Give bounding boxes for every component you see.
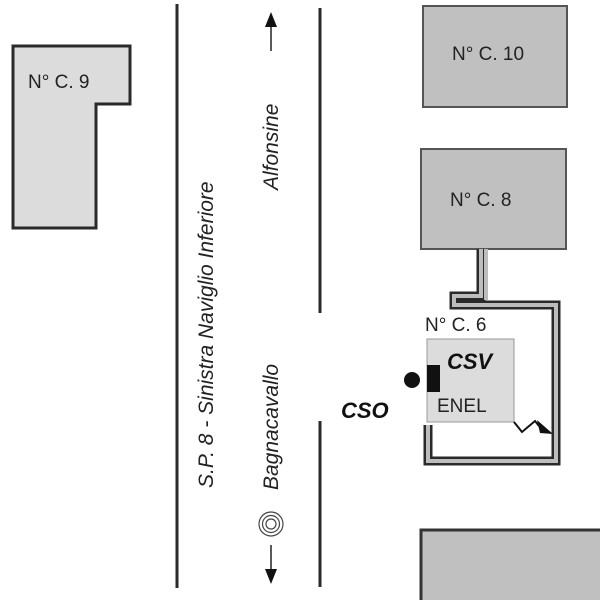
building-c8-label: N° C. 8 bbox=[450, 190, 511, 211]
building-c9: N° C. 9 bbox=[11, 44, 132, 230]
direction-south: Bagnacavallo bbox=[258, 364, 284, 584]
building-c9-label: N° C. 9 bbox=[28, 72, 89, 93]
building-bottom-right bbox=[419, 528, 600, 600]
direction-north: Alfonsine bbox=[260, 12, 283, 192]
direction-north-label: Alfonsine bbox=[260, 104, 283, 192]
csv-label: CSV bbox=[447, 349, 495, 374]
building-c8: N° C. 8 bbox=[420, 148, 567, 250]
pipe-connection bbox=[423, 249, 561, 466]
arrow-up-icon bbox=[265, 12, 277, 27]
enel-label: ENEL bbox=[437, 396, 487, 417]
road-name: S.P. 8 - Sinistra Naviglio Inferiore bbox=[195, 181, 218, 488]
meter-box-icon bbox=[427, 365, 440, 392]
building-c10-label: N° C. 10 bbox=[452, 44, 524, 65]
cso-point-icon bbox=[404, 372, 420, 388]
concentric-circles-icon bbox=[258, 511, 284, 537]
cso-label: CSO bbox=[341, 398, 389, 423]
lightning-arrow-icon bbox=[513, 419, 553, 434]
direction-south-label: Bagnacavallo bbox=[260, 364, 283, 490]
building-c6-label: N° C. 6 bbox=[425, 315, 486, 336]
arrow-down-icon bbox=[265, 569, 277, 584]
building-c10: N° C. 10 bbox=[422, 5, 568, 108]
